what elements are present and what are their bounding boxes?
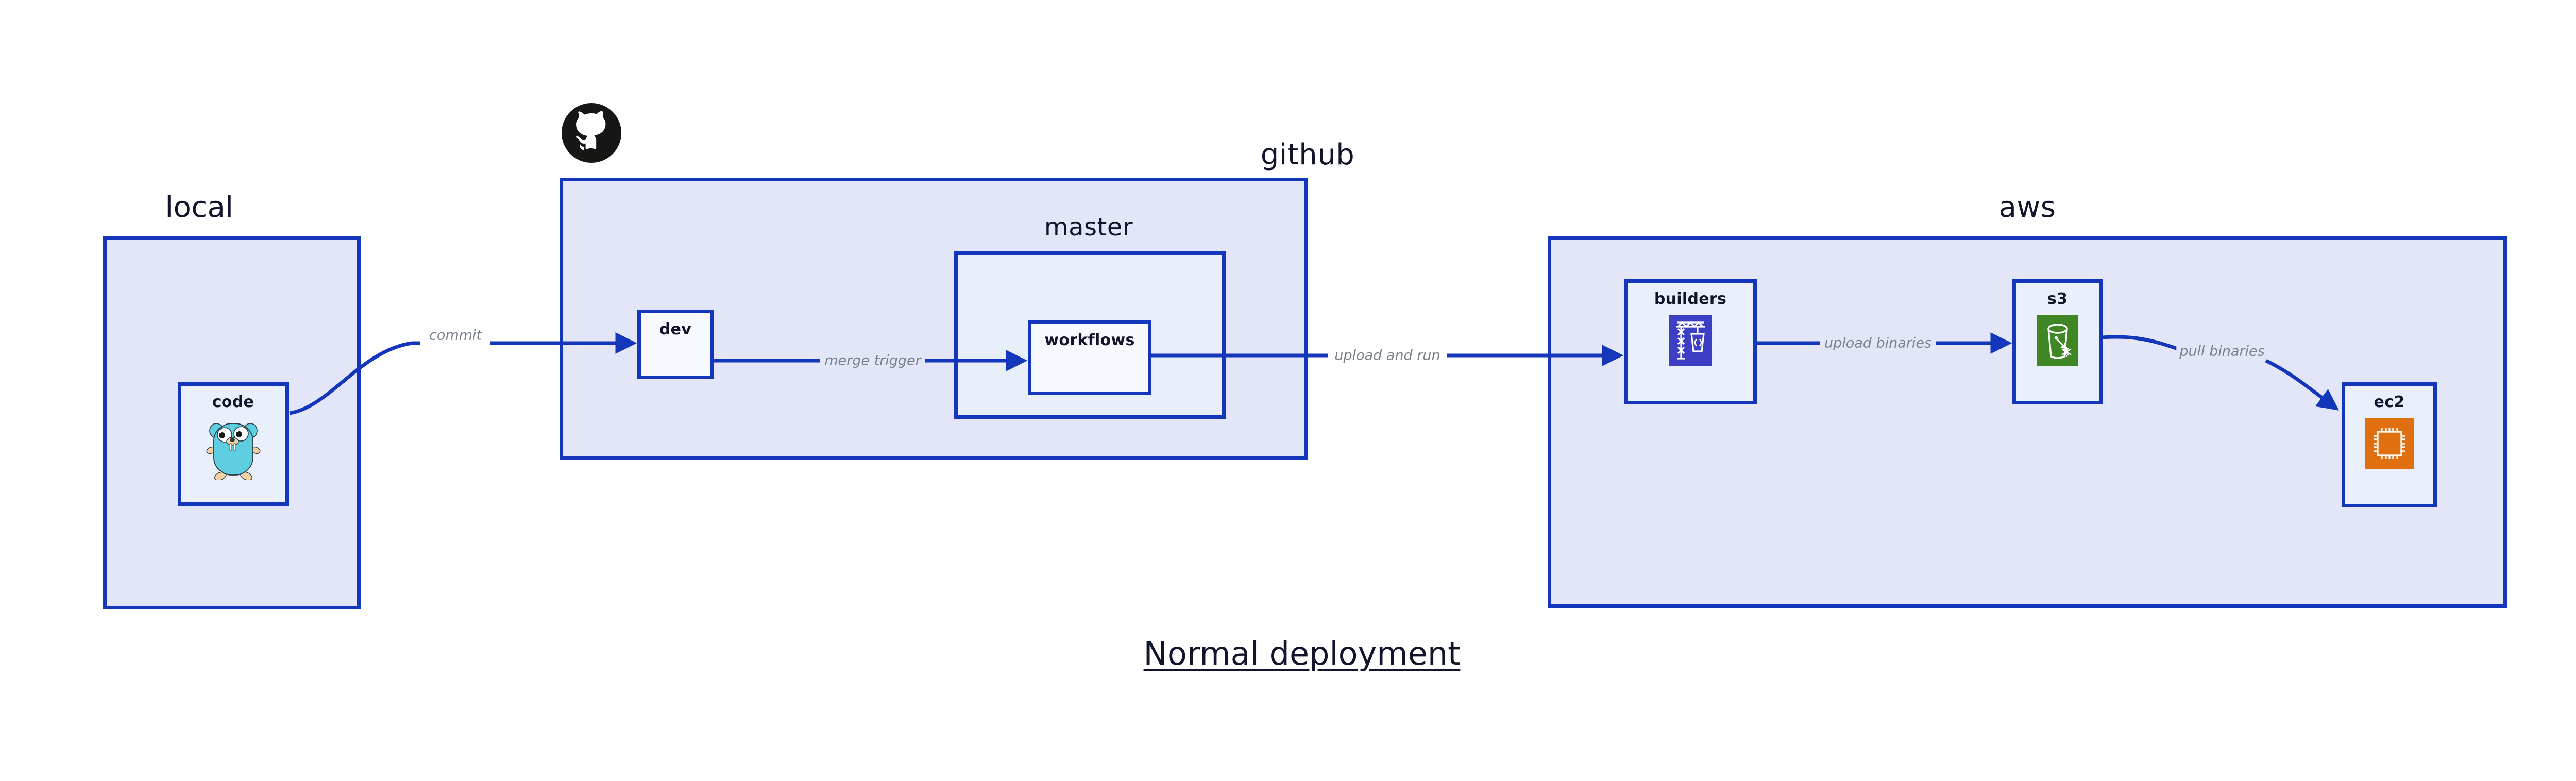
cluster-label-aws: aws <box>1998 191 2056 224</box>
cluster-label-local: local <box>165 191 234 224</box>
node-code[interactable]: code <box>178 382 289 506</box>
node-label-workflows: workflows <box>1044 331 1135 349</box>
node-dev[interactable]: dev <box>637 310 714 379</box>
node-label-code: code <box>212 393 255 411</box>
edge-label-merge-trigger: merge trigger <box>821 352 924 369</box>
go-gopher-icon <box>205 418 262 481</box>
node-builders[interactable]: builders <box>1624 279 1757 404</box>
aws-codebuild-icon <box>1669 315 1712 366</box>
edge-label-upload-and-run: upload and run <box>1331 347 1444 364</box>
node-ec2[interactable]: ec2 <box>2342 382 2437 507</box>
edge-label-upload-binaries: upload binaries <box>1821 335 1935 351</box>
aws-s3-bucket-icon <box>2037 315 2078 366</box>
page-title: Normal deployment <box>1143 635 1461 672</box>
node-label-dev: dev <box>659 320 692 338</box>
node-label-ec2: ec2 <box>2374 393 2405 411</box>
node-s3[interactable]: s3 <box>2012 279 2103 404</box>
cluster-label-github: github <box>1260 138 1355 172</box>
github-octocat-icon <box>561 102 622 166</box>
node-label-builders: builders <box>1654 290 1727 308</box>
node-label-s3: s3 <box>2047 290 2068 308</box>
cluster-label-master: master <box>1044 213 1133 242</box>
edge-label-commit: commit <box>426 327 485 344</box>
node-workflows[interactable]: workflows <box>1028 320 1151 395</box>
aws-ec2-chip-icon <box>2364 418 2414 469</box>
edge-label-pull-binaries: pull binaries <box>2176 343 2268 360</box>
